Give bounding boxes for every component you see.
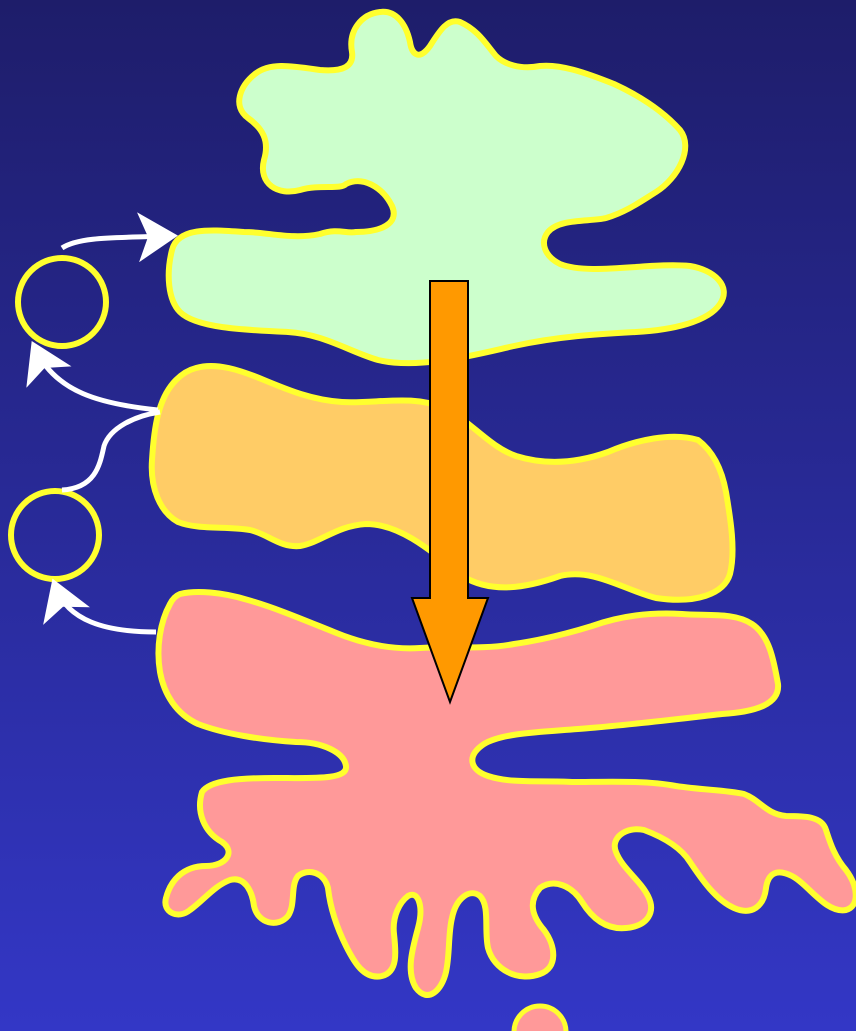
- diagram-canvas: [0, 0, 856, 1031]
- diagram-stage: [0, 0, 856, 1031]
